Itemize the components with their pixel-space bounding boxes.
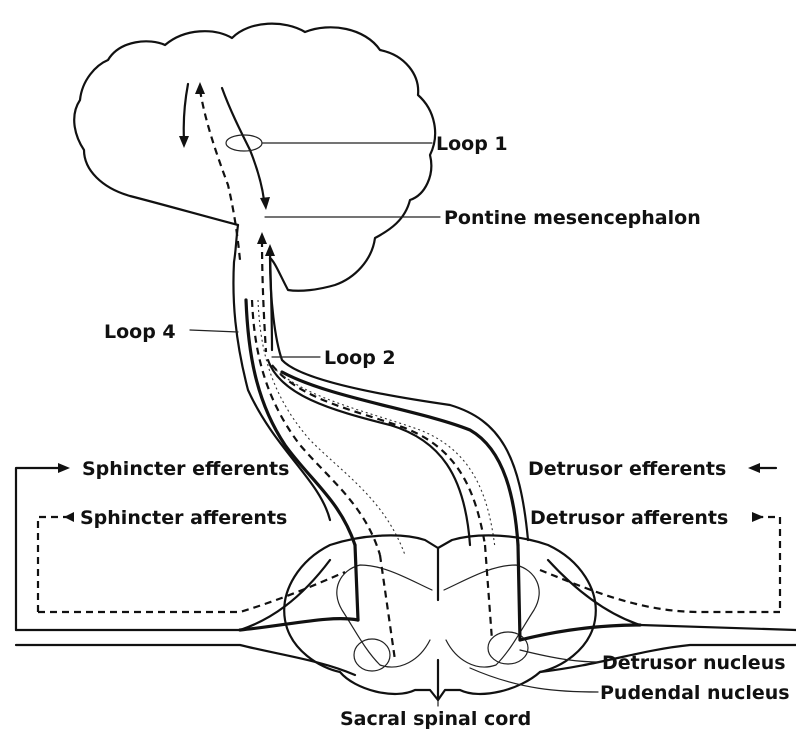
detrusor-efferent-root [520,625,640,640]
loop4-label: Loop 4 [104,321,176,343]
stem-tract-inner-dashed [272,365,485,545]
pudendal-nucleus-label: Pudendal nucleus [600,682,790,704]
arrowhead-icon [179,136,189,148]
dashed-to-cord-right [485,545,492,640]
brain-outline [74,24,435,291]
loop1-descending-tract [184,84,188,140]
pontine-mesencephalon-label: Pontine mesencephalon [444,207,701,229]
arrowhead-icon [265,244,275,256]
detrusor-nucleus-pointer [520,650,600,662]
arrowhead-icon [257,232,267,244]
sphincter-efferent-to-nucleus [355,545,358,620]
sphincter-efferent-root [240,619,358,630]
left-root-outer [16,560,330,630]
detrusor-efferent-to-nucleus [518,545,520,640]
detrusor-nucleus-label: Detrusor nucleus [602,652,786,674]
detrusor-nucleus-right [488,632,528,664]
loop2-descending [270,252,272,350]
dashed-to-cord-left [380,555,395,660]
stem-tract-inner [268,360,470,545]
sphincter-afferent-root [38,572,345,612]
detrusor-afferents-label: Detrusor afferents [530,507,728,529]
arrowhead-icon [748,463,760,473]
sphincter-afferents-label: Sphincter afferents [80,507,287,529]
sphincter-efferents-label: Sphincter efferents [82,458,289,480]
loop2-label: Loop 2 [324,347,396,369]
arrowhead-icon [260,197,270,210]
pudendal-nucleus-pointer [470,668,598,692]
right-root-outer [548,560,796,630]
detrusor-afferent-root [540,570,780,612]
arrowhead-icon [64,512,74,522]
loop4-leader [190,330,238,332]
left-root-lower [16,645,355,675]
arrowhead-icon [752,512,764,522]
loop2-ascending [262,240,266,352]
detrusor-afferent-loop [756,517,780,612]
detrusor-efferents-label: Detrusor efferents [528,458,726,480]
stem-tract-inner-dotted [276,370,495,548]
arrowhead-icon [58,463,70,473]
sphincter-afferent-loop [38,517,70,612]
arrowhead-icon [195,82,205,94]
loop1-label: Loop 1 [436,133,508,155]
sacral-spinal-cord-label: Sacral spinal cord [340,708,531,730]
